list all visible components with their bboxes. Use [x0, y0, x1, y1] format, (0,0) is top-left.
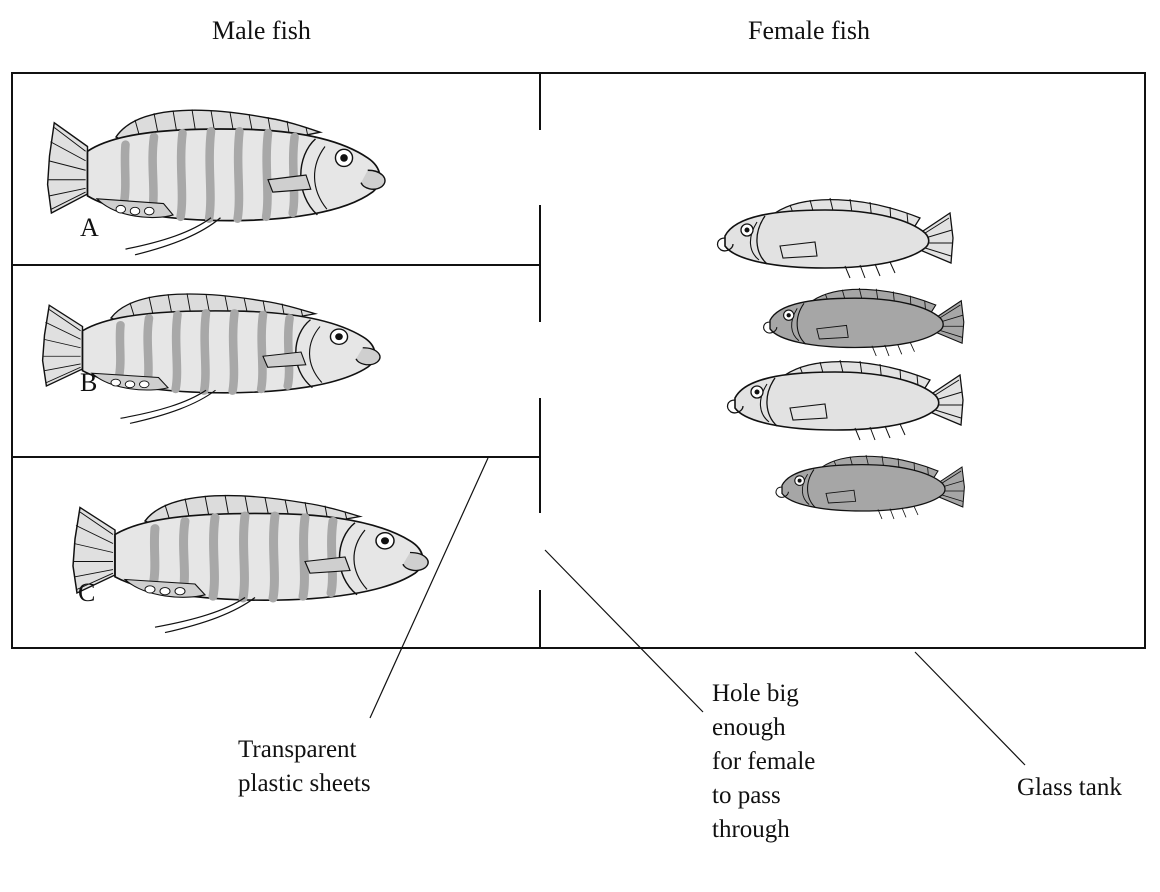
- compartment-label-b: B: [80, 368, 97, 398]
- callout-hole-line1: Hole big: [712, 679, 799, 709]
- compartment-label-c: C: [78, 578, 95, 608]
- callout-glass-tank: Glass tank: [1017, 773, 1122, 803]
- callout-hole-line3: for female: [712, 747, 815, 777]
- leader-plastic-sheets: [370, 458, 488, 718]
- leader-hole: [545, 550, 703, 712]
- male-fish-b: [43, 293, 380, 423]
- callout-hole-line4: to pass: [712, 781, 781, 811]
- callout-hole-line2: enough: [712, 713, 786, 743]
- female-fish-2: [764, 288, 964, 356]
- header-male-fish: Male fish: [212, 16, 311, 46]
- callout-plastic-sheets-line2: plastic sheets: [238, 769, 371, 799]
- female-fish-4: [776, 455, 964, 519]
- leader-glass-tank: [915, 652, 1025, 765]
- male-fish-c: [73, 495, 428, 633]
- callout-hole-line5: through: [712, 815, 790, 845]
- female-fish-3: [728, 360, 963, 440]
- female-fish-1: [718, 198, 953, 278]
- compartment-label-a: A: [80, 213, 99, 243]
- callout-plastic-sheets-line1: Transparent: [238, 735, 357, 765]
- header-female-fish: Female fish: [748, 16, 870, 46]
